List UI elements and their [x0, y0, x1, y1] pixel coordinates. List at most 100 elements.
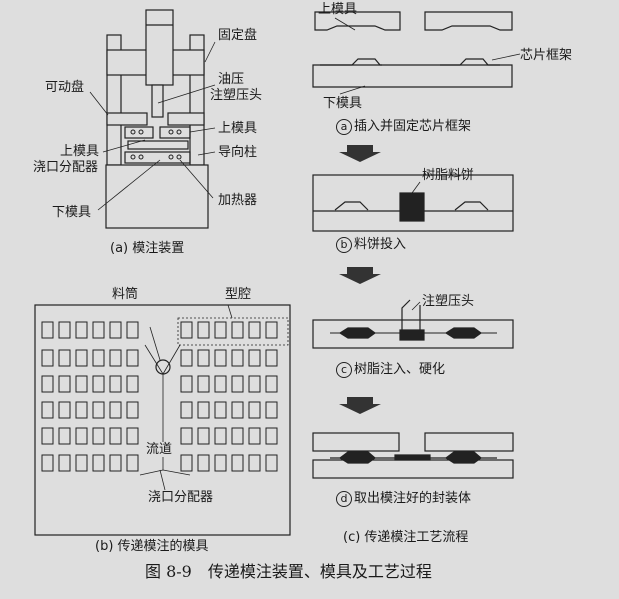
- cavity-cell: [75, 454, 88, 472]
- cavity-cell: [248, 454, 261, 472]
- cavity-cell: [58, 454, 71, 472]
- step-text: 料饼投入: [354, 237, 407, 252]
- cavity-cell: [214, 401, 227, 419]
- process-steps: [312, 11, 521, 479]
- cavity-cell: [92, 454, 105, 472]
- step-mark: a: [336, 119, 352, 135]
- cavity-cell: [265, 427, 278, 445]
- cavity-cell: [214, 454, 227, 472]
- cavity-cell: [126, 375, 139, 393]
- cavity-cell: [126, 321, 139, 339]
- cavity-cell: [41, 375, 54, 393]
- cavity-cell: [231, 401, 244, 419]
- cavity-cell: [180, 427, 193, 445]
- cavity-cell: [58, 321, 71, 339]
- label-lower-die: 下模具: [52, 205, 92, 220]
- cavity-cell: [109, 427, 122, 445]
- label-guide-post: 导向柱: [218, 145, 258, 160]
- label-heater: 加热器: [218, 193, 258, 208]
- cavity-cell: [214, 349, 227, 367]
- cavity-cell: [75, 427, 88, 445]
- cavity-cell: [109, 375, 122, 393]
- cavity-cell: [265, 349, 278, 367]
- cavity-cell: [75, 321, 88, 339]
- cavity-cell: [248, 427, 261, 445]
- down-arrow-icons: [339, 145, 381, 414]
- cavity-cell: [75, 375, 88, 393]
- cavity-cell: [197, 427, 210, 445]
- cavity-cell: [265, 454, 278, 472]
- cavity-cell: [41, 454, 54, 472]
- cavity-cell: [265, 401, 278, 419]
- step-mark: d: [336, 491, 352, 507]
- step-mark: c: [336, 362, 352, 378]
- cavity-cell: [197, 401, 210, 419]
- label-plunger-c: 注塑压头: [422, 294, 475, 309]
- step-text: 插入并固定芯片框架: [354, 119, 472, 134]
- cavity-cell: [126, 401, 139, 419]
- cavity-cell: [92, 375, 105, 393]
- cavity-cell: [231, 427, 244, 445]
- cavity-cell: [197, 349, 210, 367]
- cavity-cell: [92, 349, 105, 367]
- cavity-cell: [248, 349, 261, 367]
- step-text: 树脂注入、硬化: [354, 362, 446, 377]
- caption-c: (c) 传递模注工艺流程: [343, 530, 469, 545]
- cavity-cell: [214, 375, 227, 393]
- label-hydraulic: 油压: [218, 72, 245, 87]
- cavity-cell: [265, 321, 278, 339]
- caption-b: (b) 传递模注的模具: [95, 539, 209, 554]
- cavity-cell: [248, 375, 261, 393]
- cavity-cell: [231, 375, 244, 393]
- step-text: 取出模注好的封装体: [354, 491, 472, 506]
- cavity-cell: [41, 427, 54, 445]
- cavity-cell: [180, 401, 193, 419]
- cavity-cell: [92, 427, 105, 445]
- cavity-cell: [126, 349, 139, 367]
- cavity-cell: [197, 375, 210, 393]
- cavity-cell: [248, 321, 261, 339]
- cavity-cell: [231, 321, 244, 339]
- cavity-cell: [75, 401, 88, 419]
- cavity-cell: [126, 427, 139, 445]
- cavity-cell: [180, 375, 193, 393]
- label-gate-b: 浇口分配器: [148, 490, 214, 505]
- cavity-cell: [58, 401, 71, 419]
- label-runner: 流道: [146, 442, 173, 457]
- cavity-cell: [265, 375, 278, 393]
- cavity-cell: [75, 349, 88, 367]
- cavity-cell: [231, 454, 244, 472]
- label-resin-tablet: 树脂料饼: [422, 168, 475, 183]
- cavity-cell: [180, 454, 193, 472]
- label-plunger: 注塑压头: [210, 88, 263, 103]
- cavity-cell: [41, 321, 54, 339]
- cavity-cell: [92, 321, 105, 339]
- label-lead-frame: 芯片框架: [520, 48, 573, 63]
- label-pot: 料筒: [112, 287, 139, 302]
- molding-press: [89, 9, 216, 229]
- cavity-cell: [126, 454, 139, 472]
- cavity-cell: [109, 401, 122, 419]
- cavity-cell: [231, 349, 244, 367]
- cavity-cell: [180, 349, 193, 367]
- label-movable-plate: 可动盘: [45, 80, 85, 95]
- cavity-cell: [58, 349, 71, 367]
- label-lower-die-c: 下模具: [323, 96, 363, 111]
- step-mark: b: [336, 237, 352, 253]
- transfer-mold: [34, 304, 291, 536]
- label-gate: 浇口分配器: [33, 160, 99, 175]
- cavity-cell: [197, 321, 210, 339]
- cavity-cell: [109, 454, 122, 472]
- cavity-cell: [214, 427, 227, 445]
- cavity-cell: [180, 321, 193, 339]
- cavity-cell: [58, 375, 71, 393]
- cavity-cell: [92, 401, 105, 419]
- label-fixed-plate: 固定盘: [218, 28, 258, 43]
- label-upper-die-left: 上模具: [60, 144, 100, 159]
- figure-title: 图 8-9 传递模注装置、模具及工艺过程: [145, 562, 432, 581]
- caption-a: (a) 模注装置: [110, 241, 185, 256]
